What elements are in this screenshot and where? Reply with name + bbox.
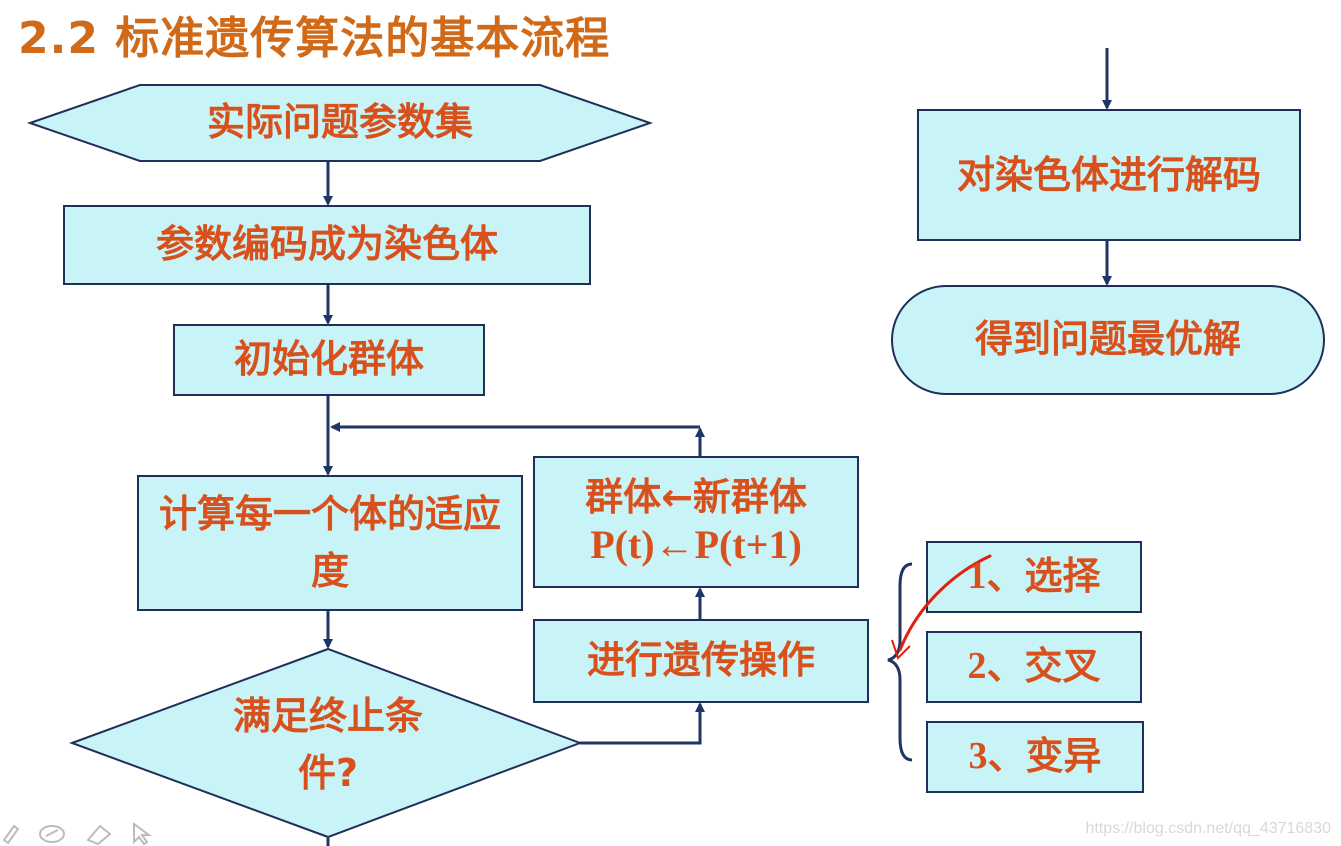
annotation-toolbar	[2, 822, 153, 846]
pen-icon[interactable]	[2, 824, 20, 845]
param-set-label: 实际问题参数集	[206, 100, 473, 145]
op-mutation-label: 3、变异	[927, 722, 1143, 792]
encode-label: 参数编码成为染色体	[155, 222, 498, 267]
op-select-label: 1、选择	[927, 542, 1141, 612]
genetic-ops-shape	[533, 619, 869, 703]
eraser-icon[interactable]	[86, 824, 112, 846]
op-select-text: 、选择	[986, 554, 1101, 599]
op-crossover-shape	[926, 631, 1142, 703]
optimal-shape	[891, 285, 1325, 395]
watermark: https://blog.csdn.net/qq_43716830	[1085, 820, 1331, 837]
fitness-label: 计算每一个体的适应度	[158, 492, 501, 593]
genetic-ops-label: 进行遗传操作	[586, 638, 815, 683]
terminate-label: 满足终止条件?	[232, 694, 423, 795]
encode-shape	[63, 205, 591, 285]
highlighter-icon[interactable]	[39, 825, 65, 843]
pointer-icon[interactable]	[133, 822, 153, 846]
annotation-stroke	[898, 554, 992, 652]
replace-label: 群体←新群体 P(t)←P(t+1)	[534, 457, 858, 587]
decode-shape	[917, 109, 1301, 241]
op-mutation-text: 、变异	[987, 734, 1102, 779]
op-select-shape	[926, 541, 1142, 613]
replace-shape	[533, 456, 859, 588]
replace-line1: 群体←新群体	[585, 475, 807, 520]
annotation-arrowhead	[891, 639, 911, 660]
page-title: 2.2 标准遗传算法的基本流程	[18, 13, 611, 64]
param-set-shape	[26, 84, 654, 162]
init-label: 初始化群体	[233, 337, 424, 382]
operations-brace	[887, 562, 913, 762]
op-crossover-text: 、交叉	[986, 644, 1101, 689]
replace-line2: P(t)←P(t+1)	[590, 521, 802, 567]
fitness-shape	[137, 475, 523, 611]
op-select-num: 1	[967, 555, 987, 598]
op-crossover-label: 2、交叉	[927, 632, 1141, 702]
op-mutation-shape	[926, 721, 1144, 793]
optimal-label: 得到问题最优解	[974, 317, 1241, 362]
op-mutation-num: 3	[968, 735, 988, 778]
op-crossover-num: 2	[967, 645, 987, 688]
decode-label: 对染色体进行解码	[956, 152, 1261, 197]
init-shape	[173, 324, 485, 396]
arrow-terminate-to-ops	[580, 702, 705, 745]
